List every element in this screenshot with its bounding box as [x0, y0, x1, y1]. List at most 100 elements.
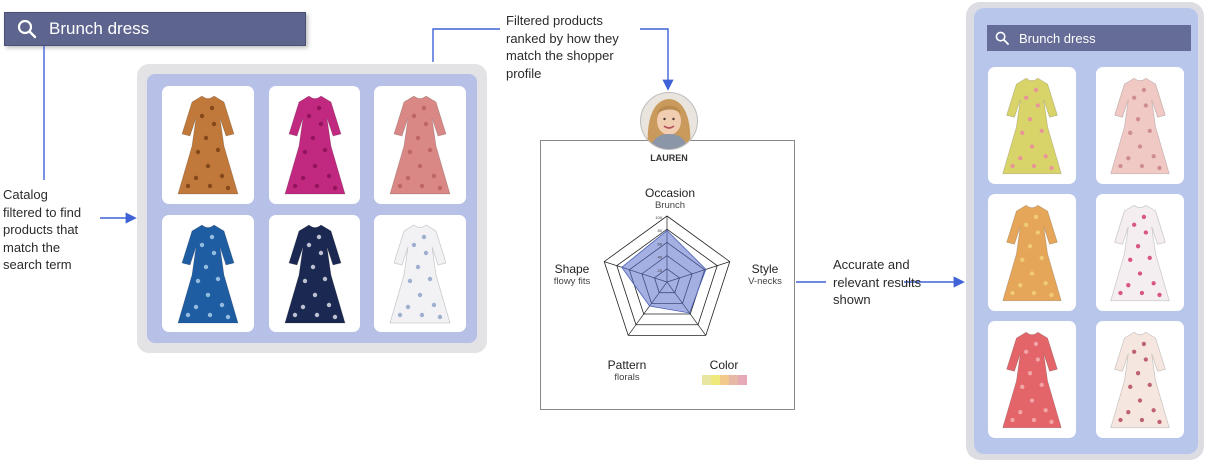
catalog-product-tile[interactable]: [162, 215, 254, 332]
dress-print: [205, 292, 211, 297]
dress-print: [431, 302, 437, 307]
dress-image: [389, 224, 451, 323]
dress-print: [1035, 356, 1040, 362]
radar-axis-style: Style V-necks: [735, 262, 795, 287]
catalog-label-line: Catalog: [3, 187, 48, 202]
dress-print: [292, 312, 297, 317]
dress-print: [185, 312, 191, 317]
result-product-tile[interactable]: [1096, 321, 1184, 438]
dress-print: [1157, 292, 1162, 297]
dress-print: [1132, 349, 1137, 354]
dress-print: [1035, 102, 1040, 108]
dress-shape: [177, 95, 239, 195]
dress-print: [423, 250, 429, 255]
catalog-product-tile[interactable]: [269, 215, 360, 332]
dress-print: [1141, 214, 1147, 219]
dress-print: [1143, 102, 1148, 108]
dress-image: [389, 95, 451, 195]
dress-print: [312, 292, 317, 297]
dress-print: [322, 147, 327, 153]
result-product-tile[interactable]: [1096, 194, 1184, 311]
catalog-product-tile[interactable]: [162, 86, 254, 204]
result-product-tile[interactable]: [988, 194, 1076, 311]
radar-axis-color: Color: [694, 358, 754, 385]
dress-print: [421, 234, 427, 239]
dress-print: [417, 292, 423, 297]
dress-print: [1027, 243, 1033, 248]
shopper-avatar: [640, 92, 698, 150]
dress-print: [437, 185, 443, 191]
dress-print: [322, 276, 327, 281]
results-label-line: Accurate and: [833, 257, 910, 272]
result-product-tile[interactable]: [988, 321, 1076, 438]
dress-print: [415, 264, 421, 269]
dress-print: [225, 314, 231, 319]
catalog-product-tile[interactable]: [374, 86, 466, 204]
dress-print: [306, 242, 311, 247]
ranking-label-line: Filtered products: [506, 13, 603, 28]
dress-print: [1043, 280, 1048, 285]
radar-axis-title: Color: [709, 358, 739, 372]
radar-axis-value: V-necks: [748, 276, 782, 287]
results-label: Accurate and relevant results shown: [833, 256, 943, 309]
radar-tick-label: 100: [655, 215, 662, 220]
dress-print: [1049, 419, 1054, 424]
dress-print: [405, 175, 411, 181]
radar-tick-label: 20: [658, 268, 663, 273]
ranking-label-line: profile: [506, 65, 542, 81]
dress-print: [310, 135, 315, 141]
dress-print: [1139, 163, 1145, 168]
dress-print: [302, 278, 307, 283]
dress-print: [1033, 87, 1039, 92]
catalog-product-tile[interactable]: [269, 86, 360, 204]
dress-image: [1110, 331, 1170, 428]
dress-print: [203, 135, 209, 141]
dress-print: [419, 312, 425, 317]
dress-print: [1020, 384, 1025, 389]
results-label-line: shown: [833, 292, 871, 307]
catalog-product-tile[interactable]: [374, 215, 466, 332]
dress-print: [1128, 257, 1133, 262]
dress-print: [312, 163, 317, 169]
search-bar[interactable]: Brunch dress: [4, 12, 306, 46]
dress-print: [1010, 290, 1015, 295]
dress-print: [1128, 384, 1133, 389]
result-product-tile[interactable]: [1096, 67, 1184, 184]
dress-print: [397, 312, 403, 317]
catalog-label-line: match the: [3, 239, 61, 255]
search-icon: [17, 19, 37, 39]
dress-print: [1126, 409, 1131, 414]
dress-print: [1132, 95, 1137, 100]
dress-print: [1010, 417, 1015, 422]
dress-print: [1137, 397, 1143, 403]
dress-print: [423, 121, 429, 127]
dress-print: [193, 304, 199, 309]
dress-print: [1043, 407, 1048, 412]
shopper-name: LAUREN: [650, 153, 688, 163]
color-swatch: [728, 375, 738, 385]
dress-print: [437, 314, 443, 319]
dress-print: [1151, 280, 1156, 285]
dress-shape: [389, 224, 451, 323]
dress-print: [1018, 155, 1023, 160]
dress-print: [199, 113, 205, 119]
dress-print: [1049, 292, 1054, 297]
color-swatches: [694, 375, 754, 385]
dress-print: [419, 183, 425, 189]
dress-print: [1151, 153, 1156, 158]
dress-print: [397, 183, 403, 189]
dress-print: [1024, 349, 1029, 354]
ranking-connector: [432, 28, 500, 62]
ranking-label-line: ranked by how they: [506, 30, 619, 46]
dress-print: [316, 234, 321, 239]
color-swatch: [701, 375, 711, 385]
dress-print: [1141, 341, 1147, 346]
dress-print: [316, 105, 321, 111]
radar-axis-value: florals: [614, 372, 640, 383]
dress-print: [1147, 382, 1152, 387]
dress-print: [215, 147, 221, 153]
results-search-bar[interactable]: Brunch dress: [987, 25, 1191, 51]
result-product-tile[interactable]: [988, 67, 1076, 184]
color-swatch: [710, 375, 720, 385]
